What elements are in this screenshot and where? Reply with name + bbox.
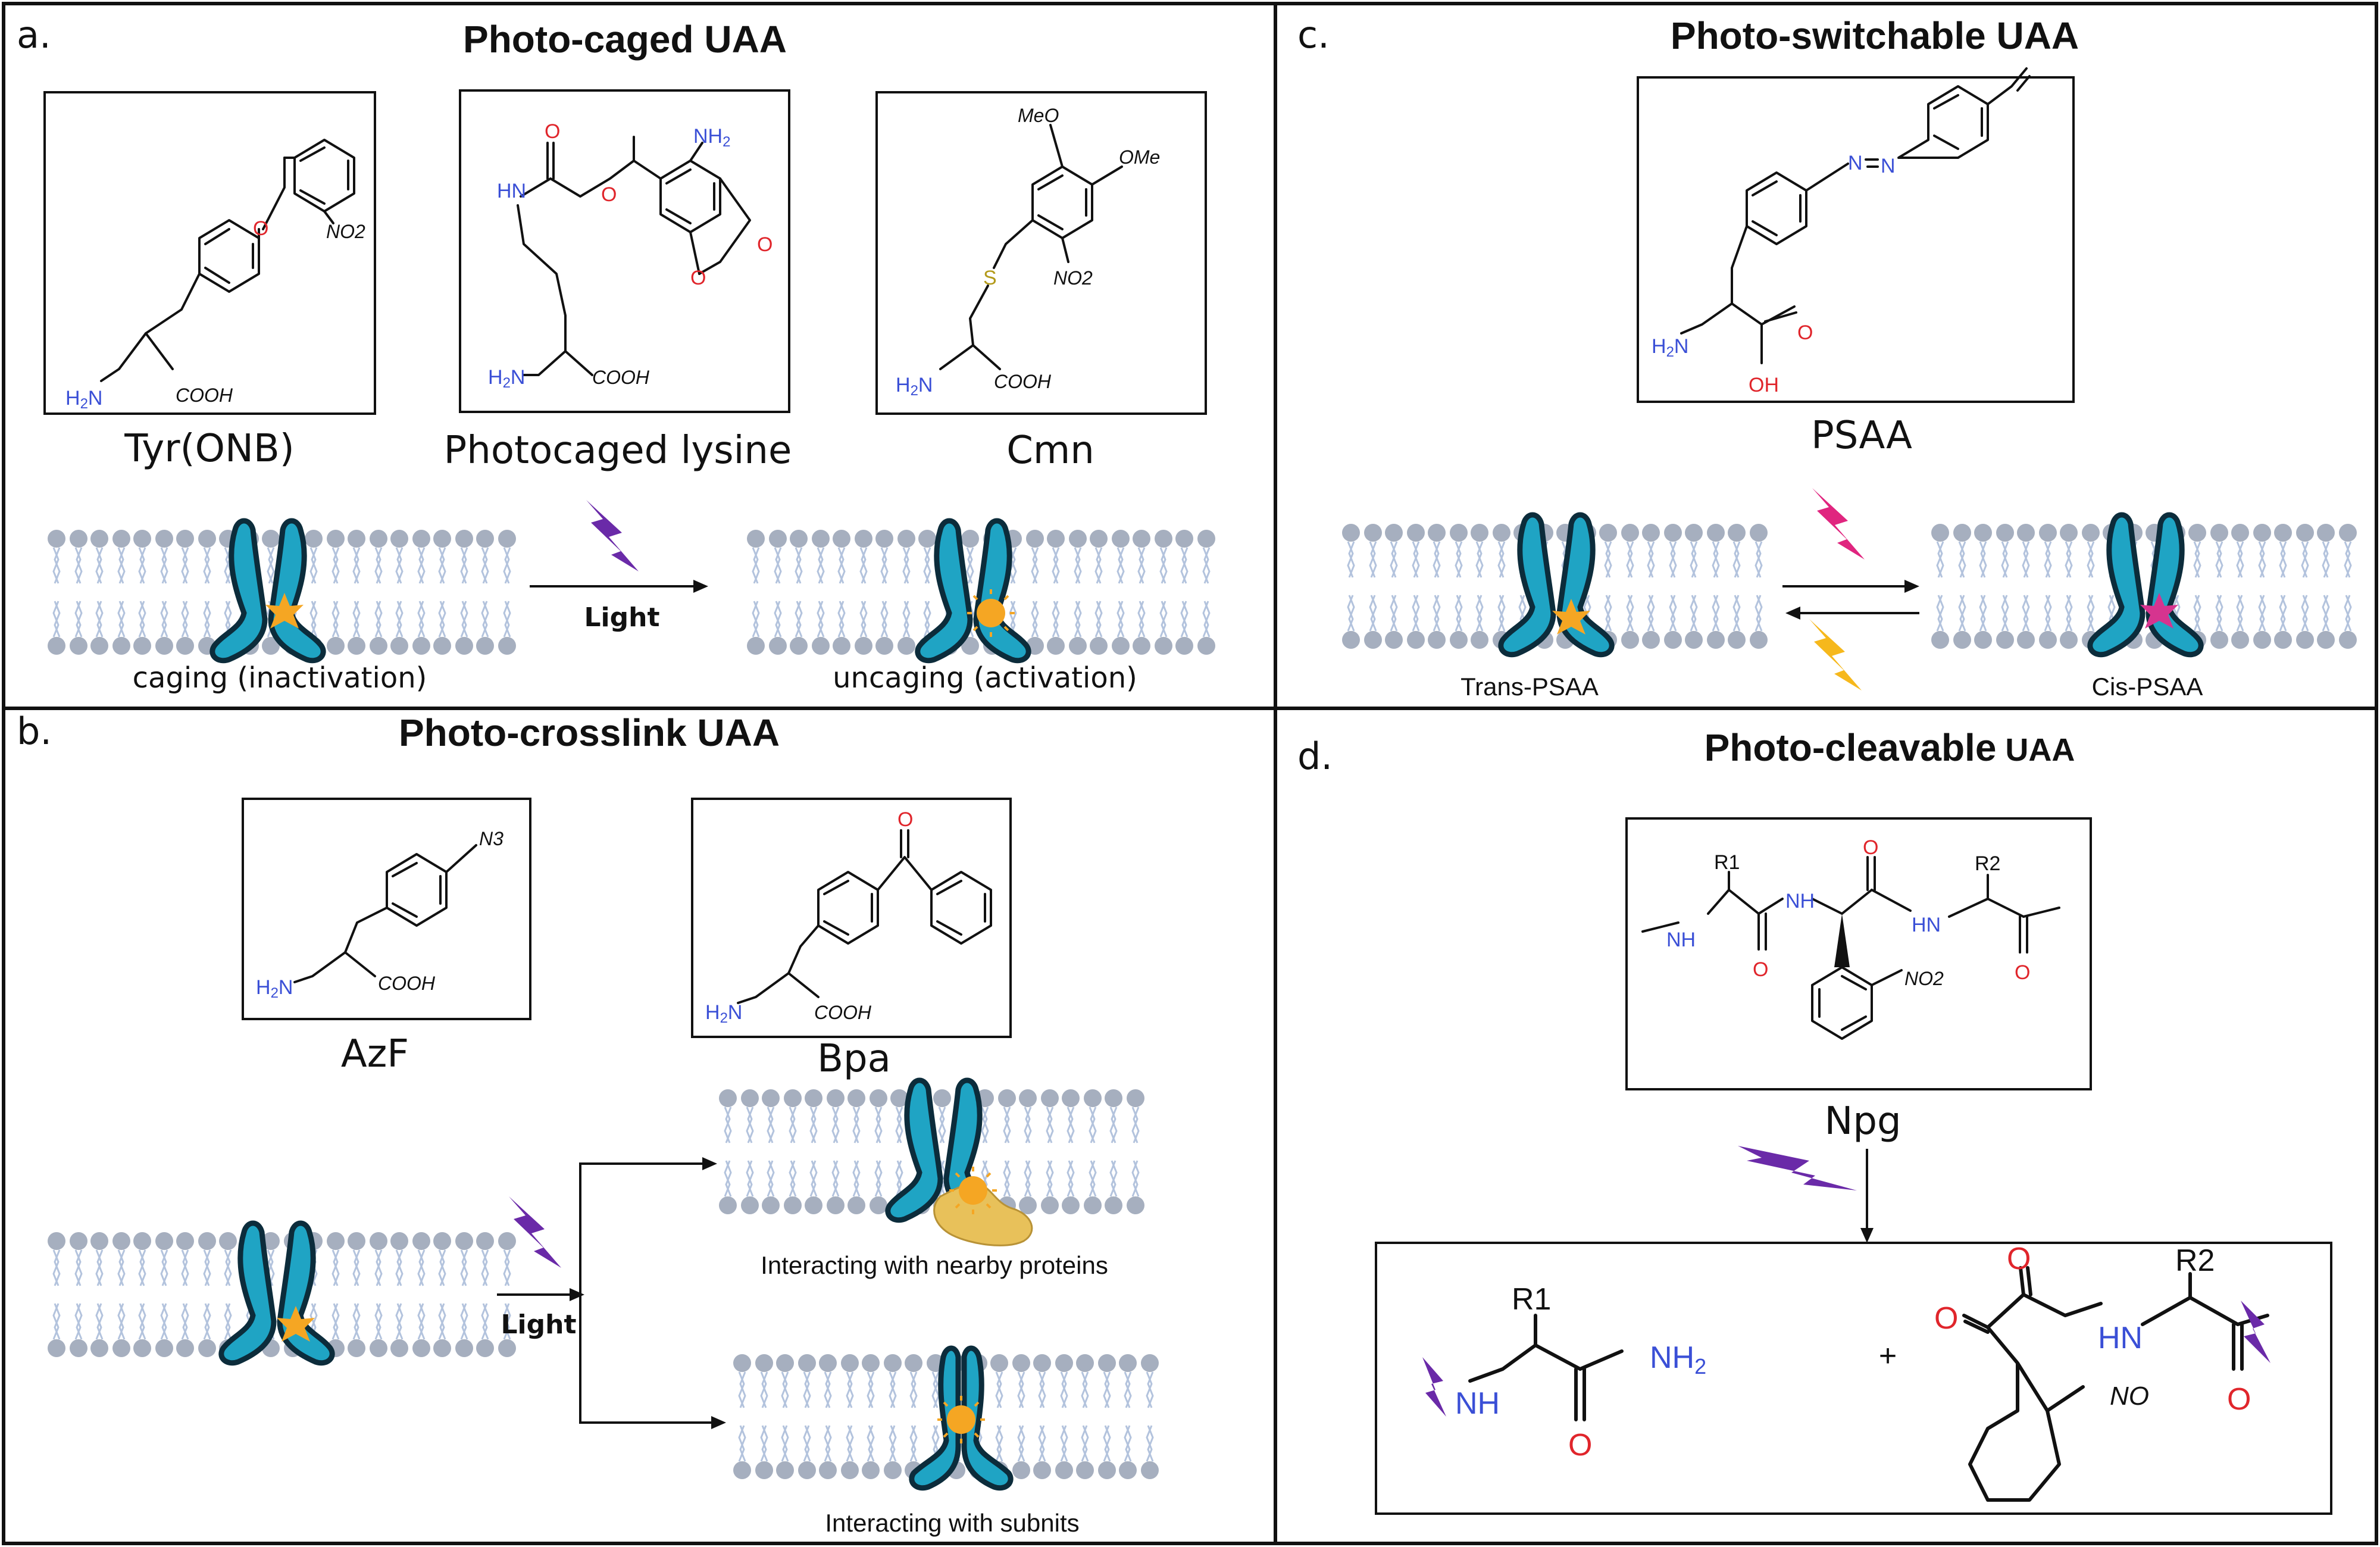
plus-sign: + <box>1879 1339 1897 1373</box>
molecule-name-cmn: Cmn <box>1006 429 1094 473</box>
atom-h2n: H2N <box>488 366 525 391</box>
molecule-tyr-onb: O NO2 H2N COOH <box>43 91 376 415</box>
atom-o: O <box>1568 1428 1592 1462</box>
panel-b-label: b. <box>17 710 52 753</box>
atom-no2: NO2 <box>1904 968 1944 989</box>
panel-a-title: Photo-caged UAA <box>463 18 787 61</box>
light-bolt-b <box>509 1196 561 1268</box>
caption-cis-psaa: Cis-PSAA <box>2092 673 2203 701</box>
atom-o: O <box>897 808 913 831</box>
caption-uncaging: uncaging (activation) <box>833 661 1137 695</box>
light-bolt-d <box>1738 1146 1857 1190</box>
molecule-name-bpa: Bpa <box>817 1037 891 1081</box>
atom-o: O <box>2007 1242 2031 1276</box>
atom-r2: R2 <box>2175 1243 2215 1278</box>
molecule-photocaged-lysine: O O HN NH2 O O H2N COOH <box>459 89 790 413</box>
atom-cooh: COOH <box>378 973 436 994</box>
atom-no2: NO2 <box>1053 267 1093 289</box>
atom-o: O <box>2227 1382 2251 1417</box>
atom-nh: NH <box>1455 1386 1500 1421</box>
panel-a-label: a. <box>17 13 51 57</box>
bolt-break-icon <box>2241 1301 2270 1363</box>
molecule-bpa: O H2N COOH <box>691 798 1012 1038</box>
molecule-name-azf: AzF <box>341 1032 409 1076</box>
atom-o: O <box>1934 1301 1958 1336</box>
atom-nh: NH <box>1666 929 1696 951</box>
atom-no: NO <box>2110 1382 2149 1411</box>
uaa-star-cis <box>2140 593 2178 629</box>
panel-d-label: d. <box>1297 735 1333 778</box>
atom-o: O <box>690 267 706 289</box>
atom-cooh: COOH <box>994 371 1052 392</box>
panel-d: d. Photo-cleavable UAA R1 NH O NH O H <box>1297 726 2332 1515</box>
caption-nearby-proteins: Interacting with nearby proteins <box>761 1251 1108 1279</box>
atom-o: O <box>2015 961 2030 984</box>
cleavage-products: R1 NH O NH2 + O O HN R2 O NO <box>1375 1242 2332 1515</box>
panel-b-title: Photo-crosslink UAA <box>399 711 780 754</box>
light-label-b: Light <box>501 1310 577 1340</box>
atom-r1: R1 <box>1714 851 1740 874</box>
panel-c: c. Photo-switchable UAA N N H2N O OH PSA… <box>1297 13 2358 701</box>
molecule-azf: N3 H2N COOH <box>242 798 531 1020</box>
panel-c-title: Photo-switchable UAA <box>1671 14 2079 57</box>
atom-n3: N3 <box>479 828 503 849</box>
atom-h2n: H2N <box>896 374 933 399</box>
atom-nh: NH <box>1785 890 1815 912</box>
atom-o: O <box>1797 321 1813 344</box>
atom-n: N <box>1881 155 1896 177</box>
light-bolt-pink <box>1812 488 1865 560</box>
molecule-name-photocaged-lysine: Photocaged lysine <box>444 429 792 473</box>
atom-h2n: H2N <box>1652 335 1688 360</box>
atom-meo: MeO <box>1018 105 1059 126</box>
atom-r1: R1 <box>1512 1282 1551 1317</box>
atom-ome: OMe <box>1119 146 1160 168</box>
light-bolt-yellow <box>1809 619 1862 690</box>
atom-s: S <box>983 267 997 289</box>
molecule-psaa: N N H2N O OH <box>1637 67 2075 403</box>
branch-arrow-up <box>579 1162 702 1295</box>
atom-h2n: H2N <box>256 976 293 1001</box>
light-label-a: Light <box>584 602 660 633</box>
caption-caging: caging (inactivation) <box>133 661 427 695</box>
branch-arrow-down <box>579 1295 711 1424</box>
atom-o: O <box>253 217 268 240</box>
panel-d-title: Photo-cleavable UAA <box>1705 726 2075 769</box>
panel-b: b. Photo-crosslink UAA N3 H2N COOH AzF <box>17 710 1160 1537</box>
atom-cooh: COOH <box>176 385 233 406</box>
membrane-cis <box>1930 523 2358 650</box>
atom-cooh: COOH <box>814 1002 872 1023</box>
molecule-name-npg: Npg <box>1824 1099 1901 1143</box>
atom-hn: HN <box>2098 1321 2143 1355</box>
molecule-name-tyr-onb: Tyr(ONB) <box>124 427 294 471</box>
molecule-name-psaa: PSAA <box>1811 414 1912 458</box>
atom-o: O <box>1863 836 1878 859</box>
light-bolt-a <box>586 500 639 571</box>
atom-n: N <box>1848 152 1863 174</box>
bolt-break-icon <box>1422 1357 1446 1417</box>
atom-no2: NO2 <box>326 221 365 242</box>
atom-cooh: COOH <box>592 367 650 388</box>
atom-oh: OH <box>1749 374 1779 396</box>
atom-h2n: H2N <box>705 1001 742 1026</box>
atom-o: O <box>1753 958 1768 981</box>
atom-hn: HN <box>497 180 526 202</box>
atom-o: O <box>545 120 560 143</box>
molecule-cmn: MeO OMe NO2 S H2N COOH <box>875 91 1207 415</box>
atom-h2n: H2N <box>65 387 102 412</box>
atom-nh2: NH2 <box>1650 1340 1706 1379</box>
molecule-npg: R1 NH O NH O HN R2 O NO2 <box>1625 817 2092 1090</box>
membrane-trans <box>1341 523 1769 650</box>
atom-hn: HN <box>1912 914 1941 936</box>
panel-a: a. Photo-caged UAA O NO2 H2N COOH Tyr(ON… <box>17 13 1216 695</box>
atom-o: O <box>757 233 773 256</box>
atom-nh2: NH2 <box>693 125 730 150</box>
atom-r2: R2 <box>1975 852 2000 875</box>
panel-c-label: c. <box>1297 13 1330 57</box>
caption-trans-psaa: Trans-PSAA <box>1460 673 1599 701</box>
atom-o: O <box>601 183 617 206</box>
caption-subunits: Interacting with subnits <box>825 1509 1079 1537</box>
